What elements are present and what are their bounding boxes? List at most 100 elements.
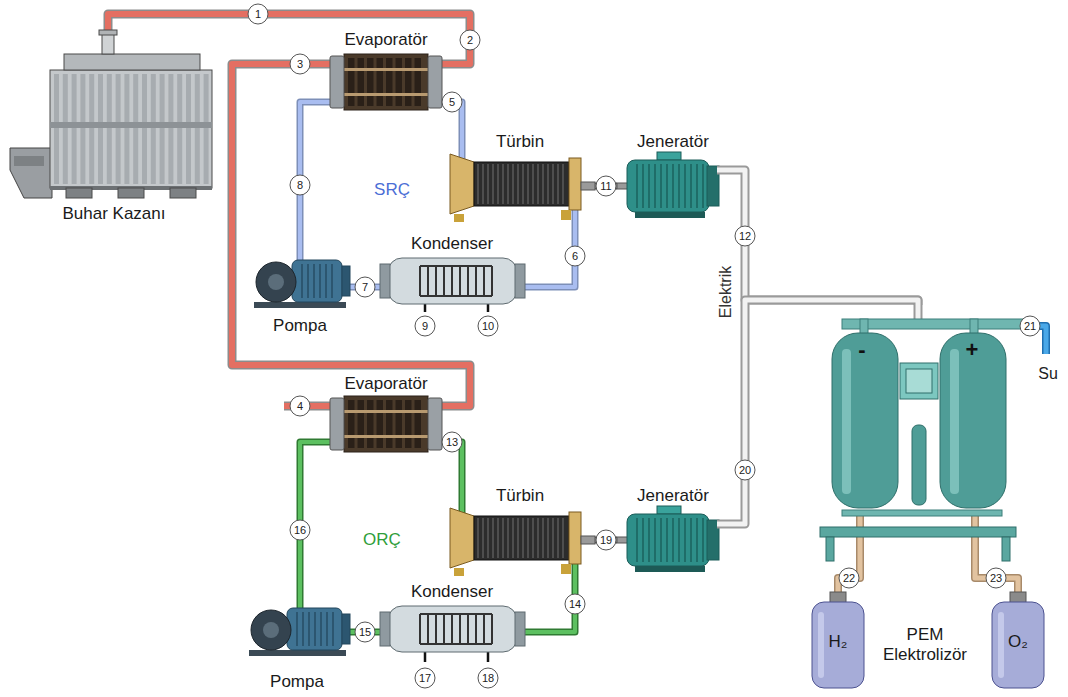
rotor-blade: [527, 164, 529, 204]
cooling-fin: [678, 518, 680, 562]
boiler-fin: [116, 74, 121, 184]
cooling-fin: [702, 164, 704, 208]
anode-tank: [940, 333, 1006, 508]
tube-bundle: [377, 400, 384, 448]
tank-highlight: [998, 612, 1004, 678]
callout-number: 6: [565, 246, 586, 267]
rotor-blade: [502, 164, 504, 204]
pump-housing: [256, 262, 296, 302]
callout-number: 14: [565, 594, 586, 615]
boiler-fin: [98, 74, 103, 184]
condenser-coil: [443, 614, 445, 644]
boiler-fin: [63, 74, 68, 184]
component-label: Kondenser: [411, 582, 493, 602]
generator-body: [627, 514, 709, 566]
condenser-coil: [420, 613, 492, 615]
condenser-coil: [420, 295, 492, 297]
tube-bundle: [367, 400, 374, 448]
callout-number: 4: [290, 396, 311, 417]
cooling-fin: [684, 518, 686, 562]
tube-bundle: [415, 400, 422, 448]
pipe-outline: [729, 300, 918, 524]
bottom-pipe: [842, 510, 1002, 516]
cooling-fin: [672, 164, 674, 208]
condenser-coil: [427, 614, 429, 644]
turbine-flange: [569, 512, 581, 564]
motor-fin: [296, 612, 298, 646]
turbine: Türbin: [440, 130, 595, 228]
rotor-blade: [547, 518, 549, 558]
steam-boiler: Buhar Kazanı: [8, 30, 220, 230]
condenser-coil: [435, 614, 437, 644]
pump-base: [254, 302, 346, 308]
condenser-shell: [388, 258, 517, 304]
cooling-fin: [678, 164, 680, 208]
terminal-box: [657, 152, 681, 160]
condenser-coil: [420, 643, 492, 645]
rotor-blade: [557, 518, 559, 558]
power-line: [729, 170, 918, 305]
rotor-blade: [512, 164, 514, 204]
condenser-coil: [451, 266, 453, 296]
boiler-header: [64, 54, 200, 70]
control-panel: [900, 363, 938, 399]
cooling-fin: [690, 518, 692, 562]
pump-housing: [251, 610, 291, 650]
condenser-coil: [475, 614, 477, 644]
power-cable: [717, 520, 729, 529]
callout-number: 19: [596, 530, 617, 551]
tube-bundle: [358, 58, 365, 106]
condenser-coil: [483, 266, 485, 296]
cooling-fin: [672, 518, 674, 562]
motor-fin: [331, 264, 333, 298]
component-label: Türbin: [496, 132, 544, 152]
pump-base: [249, 650, 346, 656]
boiler-fin: [186, 74, 191, 184]
pipe-fill: [729, 300, 918, 524]
motor-end-cap: [342, 266, 350, 296]
callout-number: 2: [460, 30, 481, 51]
callout-number: 21: [1020, 316, 1041, 337]
cooling-fin: [648, 518, 650, 562]
boiler-fin: [72, 74, 77, 184]
frame-leg: [826, 537, 834, 561]
cooling-fin: [696, 164, 698, 208]
terminal-box: [657, 506, 681, 514]
motor-fin: [313, 264, 315, 298]
pipe-outline: [975, 565, 1018, 592]
callout-number: 11: [596, 176, 617, 197]
motor-fin: [301, 264, 303, 298]
rotor-blade: [502, 518, 504, 558]
component-label: H₂: [829, 632, 848, 652]
rotor-blade: [477, 518, 479, 558]
pem-electrolyzer: PEM Elektrolizör: [812, 305, 1024, 565]
tube-bundle: [386, 400, 393, 448]
rotor-blade: [552, 164, 554, 204]
condenser-coil: [419, 266, 421, 296]
chimney-cap: [99, 30, 117, 35]
chimney: [102, 34, 114, 54]
callout-number: 10: [478, 316, 499, 337]
turbine-leg: [561, 210, 571, 220]
motor-fin: [325, 264, 327, 298]
callout-number: 18: [478, 668, 499, 689]
evaporator: Evaporatör: [330, 28, 442, 116]
cooling-fin: [642, 164, 644, 208]
line-label: Elektrik: [717, 266, 735, 318]
condenser-cap: [515, 264, 525, 298]
boiler-fin: [177, 74, 182, 184]
pipe-fill: [975, 565, 1018, 592]
cooling-fin: [642, 518, 644, 562]
tube-bundle: [367, 58, 374, 106]
frame-leg: [1002, 537, 1010, 561]
exchanger-shell: [344, 396, 428, 452]
component-label: Buhar Kazanı: [62, 204, 165, 224]
rotor-blade: [562, 164, 564, 204]
pipe-fill: [838, 565, 860, 592]
rotor-blade: [562, 518, 564, 558]
cooling-fin: [660, 164, 662, 208]
pump-motor: [292, 260, 342, 302]
cooling-fin: [660, 518, 662, 562]
gas-tank: O₂: [988, 592, 1048, 692]
